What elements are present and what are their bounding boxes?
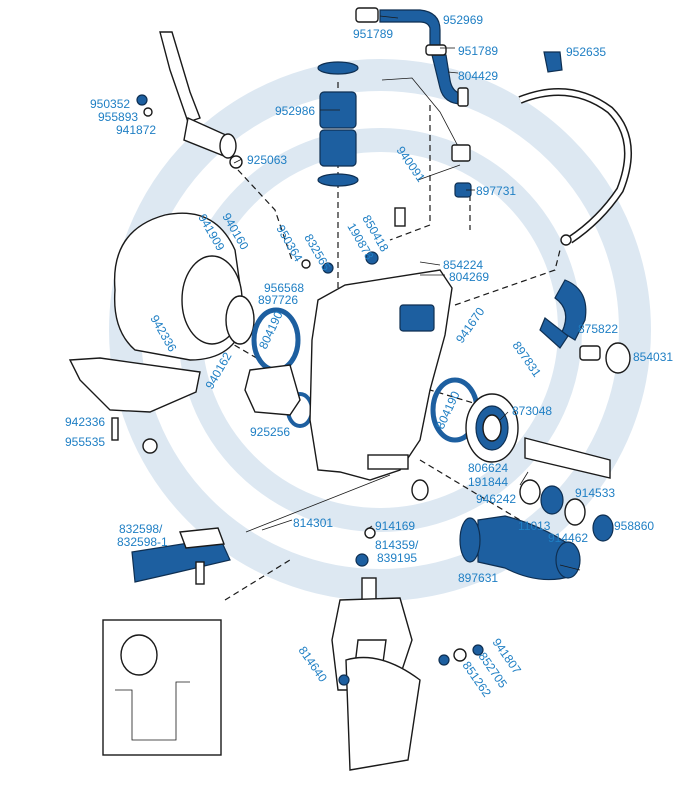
part-label: 814640	[296, 644, 331, 685]
part-label: 832598/	[119, 522, 163, 536]
part-label: 814301	[293, 516, 333, 530]
part-label: 897726	[258, 293, 298, 307]
small-hardware	[111, 207, 484, 686]
leader-lines	[233, 15, 581, 571]
part-label: 956568	[264, 281, 304, 295]
bell-housing	[309, 269, 453, 501]
part-label: 946242	[476, 492, 516, 506]
part-label: 854031	[633, 350, 673, 364]
part-label: 897731	[476, 184, 516, 198]
part-label: 11013	[518, 519, 551, 533]
part-label: 925063	[247, 153, 287, 167]
part-label: 897631	[458, 571, 498, 585]
part-label: 914169	[375, 519, 415, 533]
shift-fork	[331, 527, 421, 771]
part-label: 814359/	[375, 538, 419, 552]
exhaust-bellows	[539, 279, 631, 374]
shift-cable	[518, 88, 632, 246]
part-label: 958860	[614, 519, 654, 533]
part-label: 950364	[273, 223, 305, 265]
part-label: 941872	[116, 123, 156, 137]
part-label: 952969	[443, 13, 483, 27]
u-joint-bellows	[459, 515, 581, 581]
part-label: 191844	[468, 475, 508, 489]
part-label: 914533	[575, 486, 615, 500]
part-label: 955535	[65, 435, 105, 449]
part-label: 952635	[566, 45, 606, 59]
part-label: 950352	[90, 97, 130, 111]
part-label: 839195	[377, 551, 417, 565]
part-label: 806624	[468, 461, 508, 475]
steering-arm	[136, 31, 243, 169]
part-label: 854224	[443, 258, 483, 272]
gimbal-housing	[68, 212, 255, 413]
part-label: 832598-1	[117, 535, 168, 549]
part-label: 804269	[449, 270, 489, 284]
inset-detail-box	[102, 619, 222, 756]
part-label: 873048	[512, 404, 552, 418]
input-shaft	[524, 437, 611, 479]
part-label: 914462	[548, 531, 588, 545]
part-label: 804429	[458, 69, 498, 83]
part-label: 942336	[65, 415, 105, 429]
part-label: 951789	[458, 44, 498, 58]
part-label: 941670	[453, 305, 488, 346]
part-label: 951789	[353, 27, 393, 41]
water-housing	[244, 364, 301, 416]
bearing-assembly	[465, 393, 519, 463]
part-label: 875822	[578, 322, 618, 336]
bearing-stack	[519, 479, 614, 542]
part-label: 952986	[275, 104, 315, 118]
lower-bracket	[131, 527, 231, 585]
part-label: 897831	[510, 339, 545, 380]
part-label: 925256	[250, 425, 290, 439]
part-label: 955893	[98, 110, 138, 124]
upper-hose-assembly	[355, 7, 563, 107]
